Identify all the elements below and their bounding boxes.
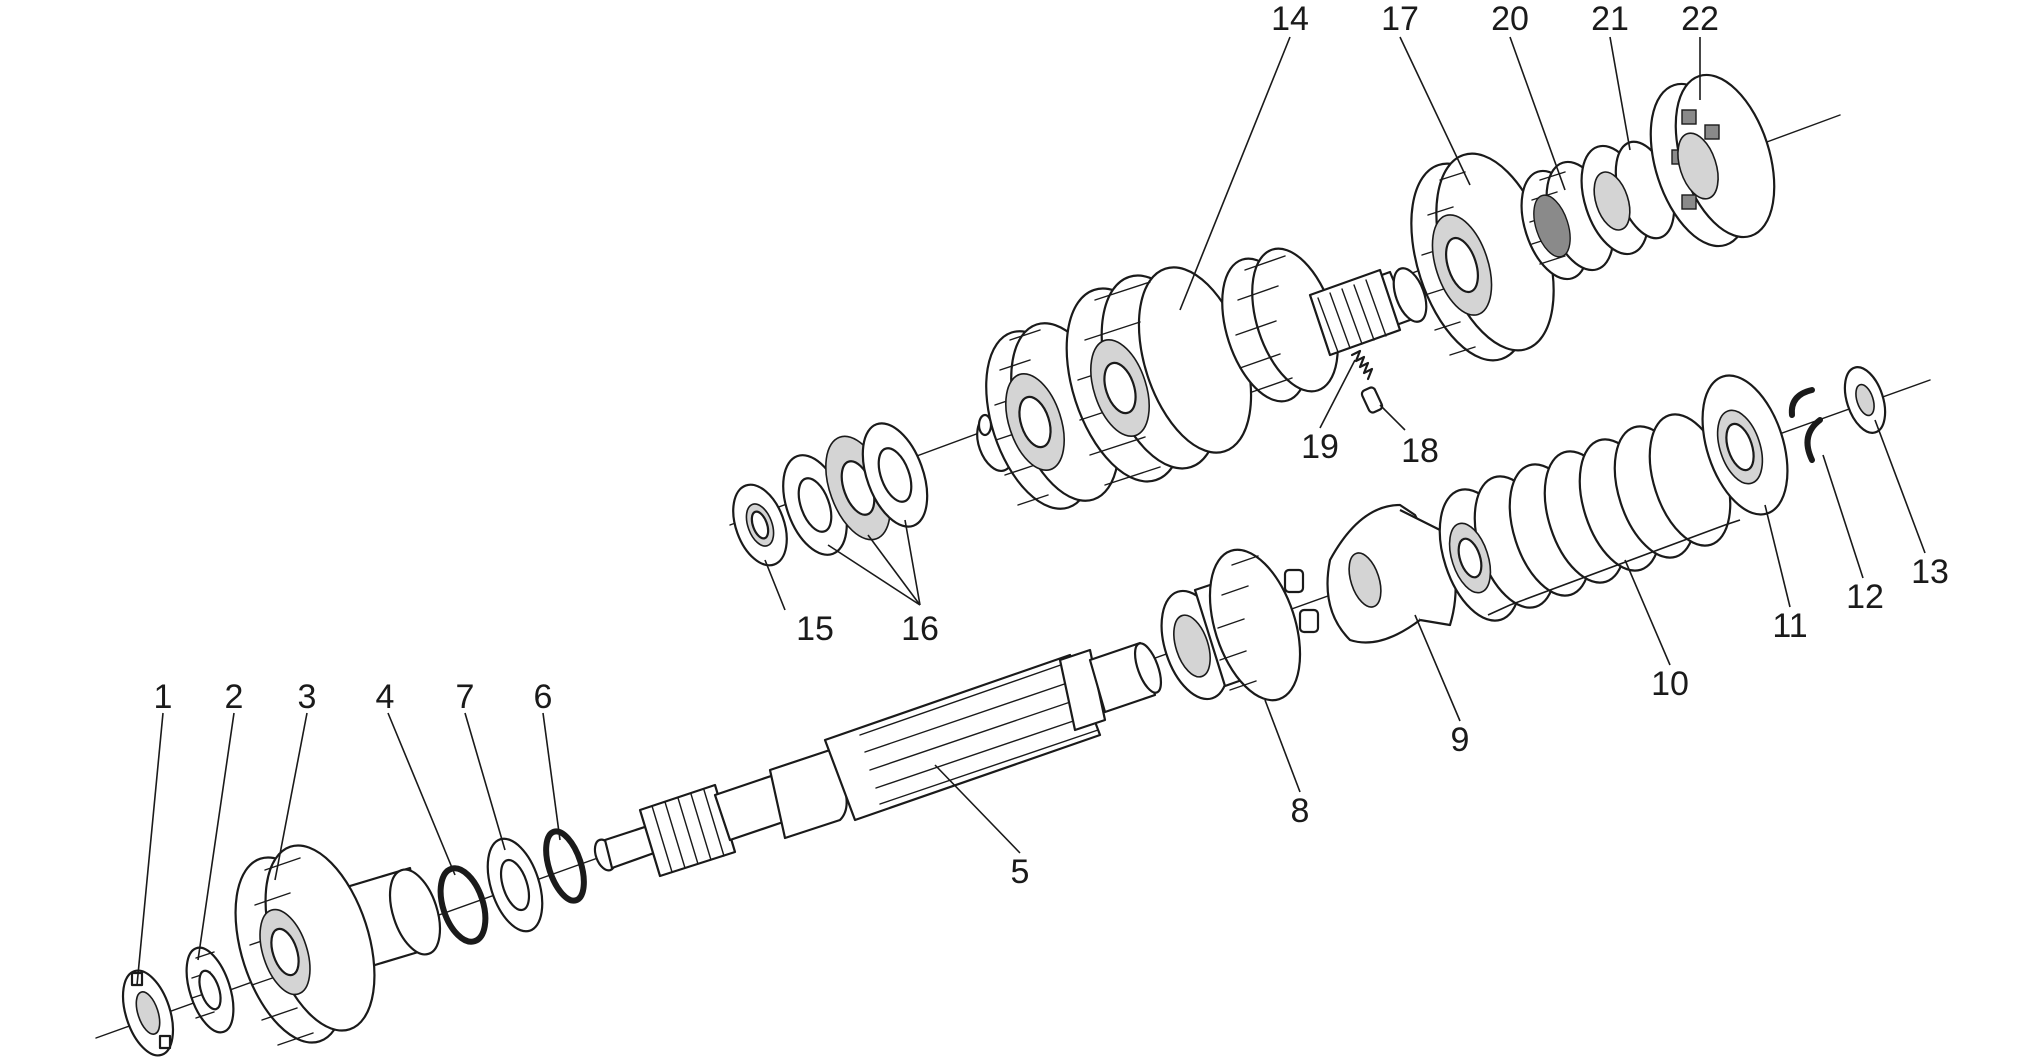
part-3-gear <box>234 844 442 1046</box>
callout-labels: 1 2 3 4 5 6 7 8 9 10 11 12 13 14 15 16 1… <box>154 0 1949 891</box>
callout-11: 11 <box>1772 607 1807 645</box>
leader-1 <box>136 712 164 986</box>
leader-16a <box>827 544 921 606</box>
callout-13: 13 <box>1911 553 1949 591</box>
part-7-washer <box>486 837 544 933</box>
callout-7: 7 <box>456 678 475 716</box>
leader-10 <box>1624 559 1671 666</box>
leader-17 <box>1399 36 1471 186</box>
upper-spline <box>1308 267 1428 357</box>
leader-15 <box>764 559 786 611</box>
leader-18 <box>1379 404 1406 431</box>
leader-3 <box>274 712 308 881</box>
part-12-clip <box>1788 387 1823 463</box>
leader-lines <box>136 36 1926 986</box>
part-16-shims <box>782 422 929 556</box>
callout-4: 4 <box>376 678 395 716</box>
part-17-gear <box>1410 152 1555 362</box>
part-6-circlip <box>543 828 587 904</box>
leader-4 <box>387 712 456 876</box>
callout-19: 19 <box>1301 428 1339 466</box>
leader-2 <box>197 712 235 961</box>
part-19-spring <box>1350 349 1374 381</box>
callout-18: 18 <box>1401 432 1439 470</box>
part-9-selector <box>1326 503 1457 644</box>
leader-11 <box>1764 504 1791 608</box>
part-5-main-shaft <box>593 641 1163 878</box>
leader-19 <box>1319 359 1356 429</box>
part-11-washer <box>1701 374 1789 516</box>
callout-12: 12 <box>1846 578 1884 616</box>
callout-1: 1 <box>154 678 173 716</box>
callout-21: 21 <box>1591 0 1629 38</box>
part-13-washer <box>1843 366 1887 434</box>
part-14-cluster-shaft <box>976 247 1428 510</box>
leader-5 <box>934 764 1021 854</box>
part-18-pin <box>1360 386 1384 414</box>
upper-gear-b <box>1065 266 1253 486</box>
callout-22: 22 <box>1681 0 1719 38</box>
callout-16: 16 <box>901 610 939 648</box>
part-4-circlip <box>437 865 489 945</box>
part-10-spring <box>1438 413 1732 622</box>
callout-3: 3 <box>298 678 317 716</box>
callout-8: 8 <box>1291 792 1310 830</box>
callout-5: 5 <box>1011 853 1030 891</box>
upper-gear-c <box>1221 247 1339 403</box>
part-22-dog-clutch <box>1649 73 1776 248</box>
part-15-washer <box>732 483 788 567</box>
leader-16c <box>904 519 921 606</box>
leader-20 <box>1509 36 1566 191</box>
leader-12 <box>1822 454 1864 579</box>
callout-6: 6 <box>534 678 553 716</box>
callout-14: 14 <box>1271 0 1309 38</box>
part-21-hub <box>1580 140 1676 256</box>
callout-10: 10 <box>1651 665 1689 703</box>
part-8-gear <box>1160 548 1320 702</box>
leader-13 <box>1874 419 1926 554</box>
callout-15: 15 <box>796 610 834 648</box>
leader-16b <box>867 534 921 606</box>
leader-10-bracket <box>1487 519 1741 616</box>
leader-6 <box>542 712 561 841</box>
callout-17: 17 <box>1381 0 1419 38</box>
leader-9 <box>1414 614 1461 722</box>
leader-7 <box>464 712 506 851</box>
leader-14 <box>1179 36 1291 311</box>
leader-8 <box>1264 699 1301 793</box>
callout-9: 9 <box>1451 721 1470 759</box>
part-2-lock-washer <box>185 946 235 1034</box>
callout-20: 20 <box>1491 0 1529 38</box>
callout-2: 2 <box>225 678 244 716</box>
leader-21 <box>1609 36 1631 151</box>
